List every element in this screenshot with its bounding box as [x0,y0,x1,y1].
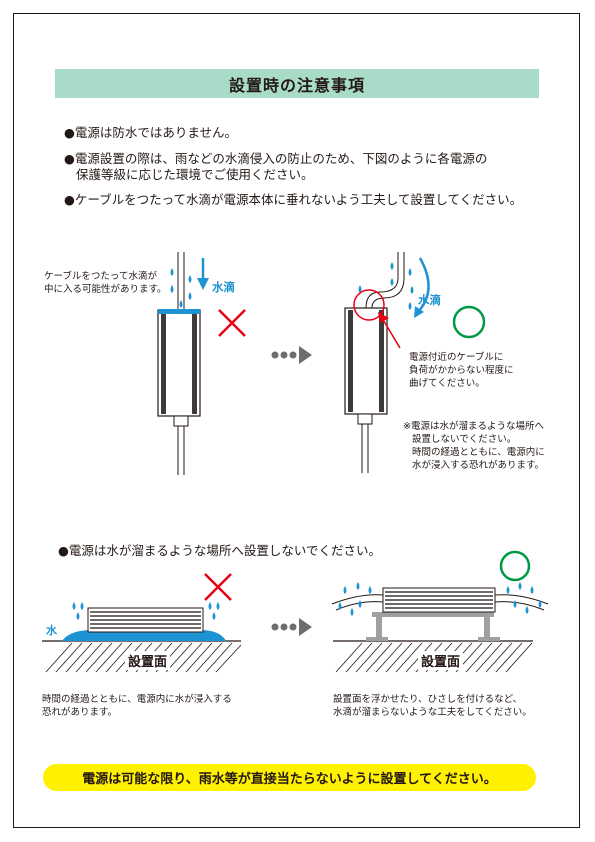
bend-note-line: 負荷がかからない程度に [409,365,514,376]
water-drops-right [358,262,414,310]
next-arrow-icon [271,346,312,364]
ground-label-left: 設置面 [125,651,171,670]
ng-cross-icon [204,573,232,601]
warning-note-line: 時間の経過とともに、電源内に [412,447,545,458]
power-supply-flat-left [87,607,204,633]
section2-heading: ●電源は水が溜まるような場所へ設置しないでください。 [58,542,381,559]
raised-stand [366,612,500,641]
cable-drip-note-line: 中に入る可能性があります。 [44,284,167,295]
warning-note-line: ※電源は水が溜まるような場所へ [403,421,544,432]
caption-left-line: 時間の経過とともに、電源内に水が浸入する [42,694,232,705]
rain-drops-left [72,602,220,620]
ground-label-right: 設置面 [418,651,464,670]
water-puddle-label: 水 [46,624,57,637]
note-cable: ●ケーブルをつたって水滴が電源本体に垂れないよう工夫して設置してください。 [64,191,522,208]
rain-drops-right [338,582,542,616]
warning-note-line: 設置しないでください。 [412,434,517,445]
bend-note-line: 曲げてください。 [409,378,485,389]
note-text: ケーブルをつたって水滴が電源本体に垂れないよう工夫して設置してください。 [74,192,523,207]
page-frame [13,13,580,828]
water-label-right: 水滴 [418,293,441,307]
power-supply-right [344,252,405,473]
note-installation: ●電源設置の際は、雨などの水滴侵入の防止のため、下図のように各電源の [64,150,487,167]
note-installation-line2: 保護等級に応じた環境でご使用ください。 [76,167,314,182]
caption-left-line: 恐れがあります。 [42,707,118,718]
water-puddle-left [62,630,226,641]
bend-highlight-icon [353,289,401,349]
warning-note: ※電源は水が溜まるような場所へ 設置しないでください。 時間の経過とともに、電源… [403,420,545,472]
ok-circle-icon [452,305,486,339]
caption-right-line: 設置面を浮かせたり、ひさしを付けるなど、 [333,694,523,705]
bullet: ● [64,151,75,166]
power-supply-raised [331,587,549,613]
note-not-waterproof: ●電源は防水ではありません。 [64,124,237,141]
next-arrow-icon [271,618,312,636]
ok-circle-icon [499,550,531,582]
water-label-left: 水滴 [212,280,235,294]
note-text: 電源は防水ではありません。 [74,125,238,140]
power-supply-left [157,252,201,475]
bottom-banner: 電源は可能な限り、雨水等が直接当たらないように設置してください。 [43,764,536,791]
bullet: ● [64,192,75,207]
warning-note-line: 水が浸入する恐れがあります。 [412,460,545,471]
bend-note-line: 電源付近のケーブルに [409,352,504,363]
section2-heading-text: 電源は水が溜まるような場所へ設置しないでください。 [68,543,382,558]
bend-note: 電源付近のケーブルに 負荷がかからない程度に 曲げてください。 [409,351,514,390]
caption-right: 設置面を浮かせたり、ひさしを付けるなど、 水滴が溜まらないような工夫をしてくださ… [333,693,532,719]
bullet: ● [64,125,75,140]
note-text: 電源設置の際は、雨などの水滴侵入の防止のため、下図のように各電源の [74,151,488,166]
caption-left: 時間の経過とともに、電源内に水が浸入する 恐れがあります。 [42,693,232,719]
ng-cross-icon [218,309,246,337]
cable-drip-note: ケーブルをつたって水滴が 中に入る可能性があります。 [44,270,167,296]
bullet: ● [58,543,69,558]
page-title: 設置時の注意事項 [55,69,539,98]
water-drops-left [170,268,192,308]
down-arrow-icon [197,258,209,290]
cable-drip-note-line: ケーブルをつたって水滴が [44,271,157,282]
curved-water-arrow-icon [414,257,430,318]
caption-right-line: 水滴が溜まらないような工夫をしてください。 [333,707,532,718]
